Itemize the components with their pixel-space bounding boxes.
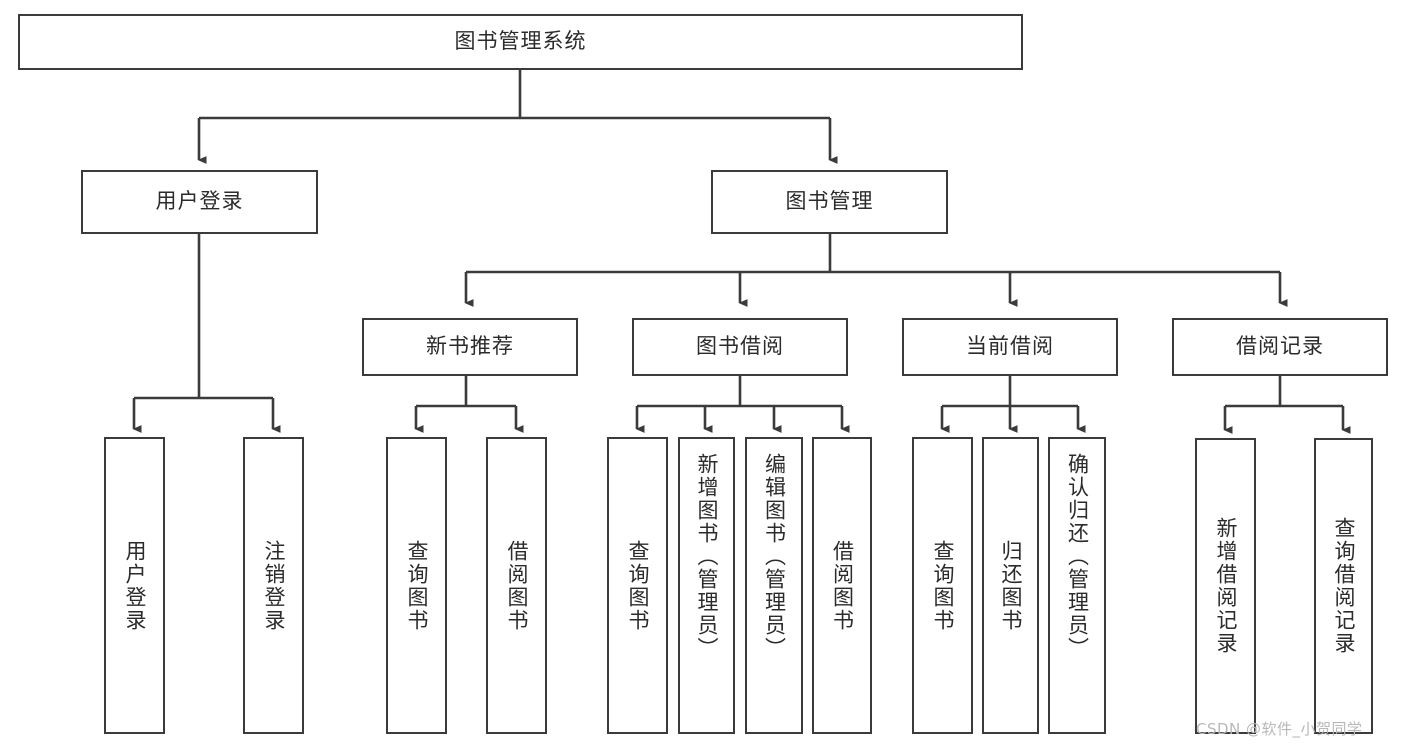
node-label: 查询图书 bbox=[404, 539, 429, 632]
node-root[interactable]: 图书管理系统 bbox=[18, 14, 1023, 70]
leaf-borrow-query-book[interactable]: 查询图书 bbox=[607, 437, 668, 734]
leaf-new-book-borrow[interactable]: 借阅图书 bbox=[486, 437, 547, 734]
leaf-current-return-book[interactable]: 归还图书 bbox=[982, 437, 1039, 734]
node-borrow-record[interactable]: 借阅记录 bbox=[1172, 318, 1388, 376]
leaf-user-login[interactable]: 用户登录 bbox=[104, 437, 165, 734]
leaf-current-confirm-return[interactable]: 确认归还（管理员） bbox=[1048, 437, 1106, 734]
node-label: 查询图书 bbox=[930, 539, 955, 632]
node-current-borrow[interactable]: 当前借阅 bbox=[902, 318, 1118, 376]
leaf-borrow-edit-book[interactable]: 编辑图书（管理员） bbox=[745, 437, 803, 734]
node-label: 确认归还（管理员） bbox=[1065, 453, 1090, 660]
node-label: 借阅图书 bbox=[504, 539, 529, 632]
node-book-borrow[interactable]: 图书借阅 bbox=[632, 318, 848, 376]
leaf-borrow-borrow-book[interactable]: 借阅图书 bbox=[812, 437, 872, 734]
node-new-book-recommend[interactable]: 新书推荐 bbox=[362, 318, 578, 376]
node-label: 借阅记录 bbox=[1236, 334, 1324, 359]
leaf-record-add[interactable]: 新增借阅记录 bbox=[1195, 438, 1256, 734]
leaf-new-book-query[interactable]: 查询图书 bbox=[386, 437, 447, 734]
node-label: 图书借阅 bbox=[696, 334, 784, 359]
leaf-borrow-add-book[interactable]: 新增图书（管理员） bbox=[678, 437, 735, 734]
leaf-user-logout[interactable]: 注销登录 bbox=[243, 437, 304, 734]
node-label: 新增图书（管理员） bbox=[694, 453, 719, 660]
leaf-record-query[interactable]: 查询借阅记录 bbox=[1314, 438, 1373, 734]
node-label: 图书管理 bbox=[785, 189, 874, 214]
node-label: 注销登录 bbox=[261, 539, 286, 632]
node-label: 图书管理系统 bbox=[454, 29, 587, 54]
node-label: 用户登录 bbox=[122, 539, 147, 632]
node-label: 新增借阅记录 bbox=[1213, 517, 1238, 655]
node-label: 新书推荐 bbox=[426, 334, 514, 359]
node-label: 借阅图书 bbox=[830, 539, 855, 632]
node-label: 查询图书 bbox=[625, 539, 650, 632]
node-label: 编辑图书（管理员） bbox=[762, 453, 787, 660]
node-label: 当前借阅 bbox=[966, 334, 1054, 359]
node-label: 归还图书 bbox=[998, 539, 1023, 632]
node-user-login[interactable]: 用户登录 bbox=[81, 170, 318, 234]
leaf-current-query-book[interactable]: 查询图书 bbox=[912, 437, 973, 734]
node-label: 用户登录 bbox=[155, 189, 244, 214]
node-book-management[interactable]: 图书管理 bbox=[711, 170, 948, 234]
node-label: 查询借阅记录 bbox=[1331, 517, 1356, 655]
